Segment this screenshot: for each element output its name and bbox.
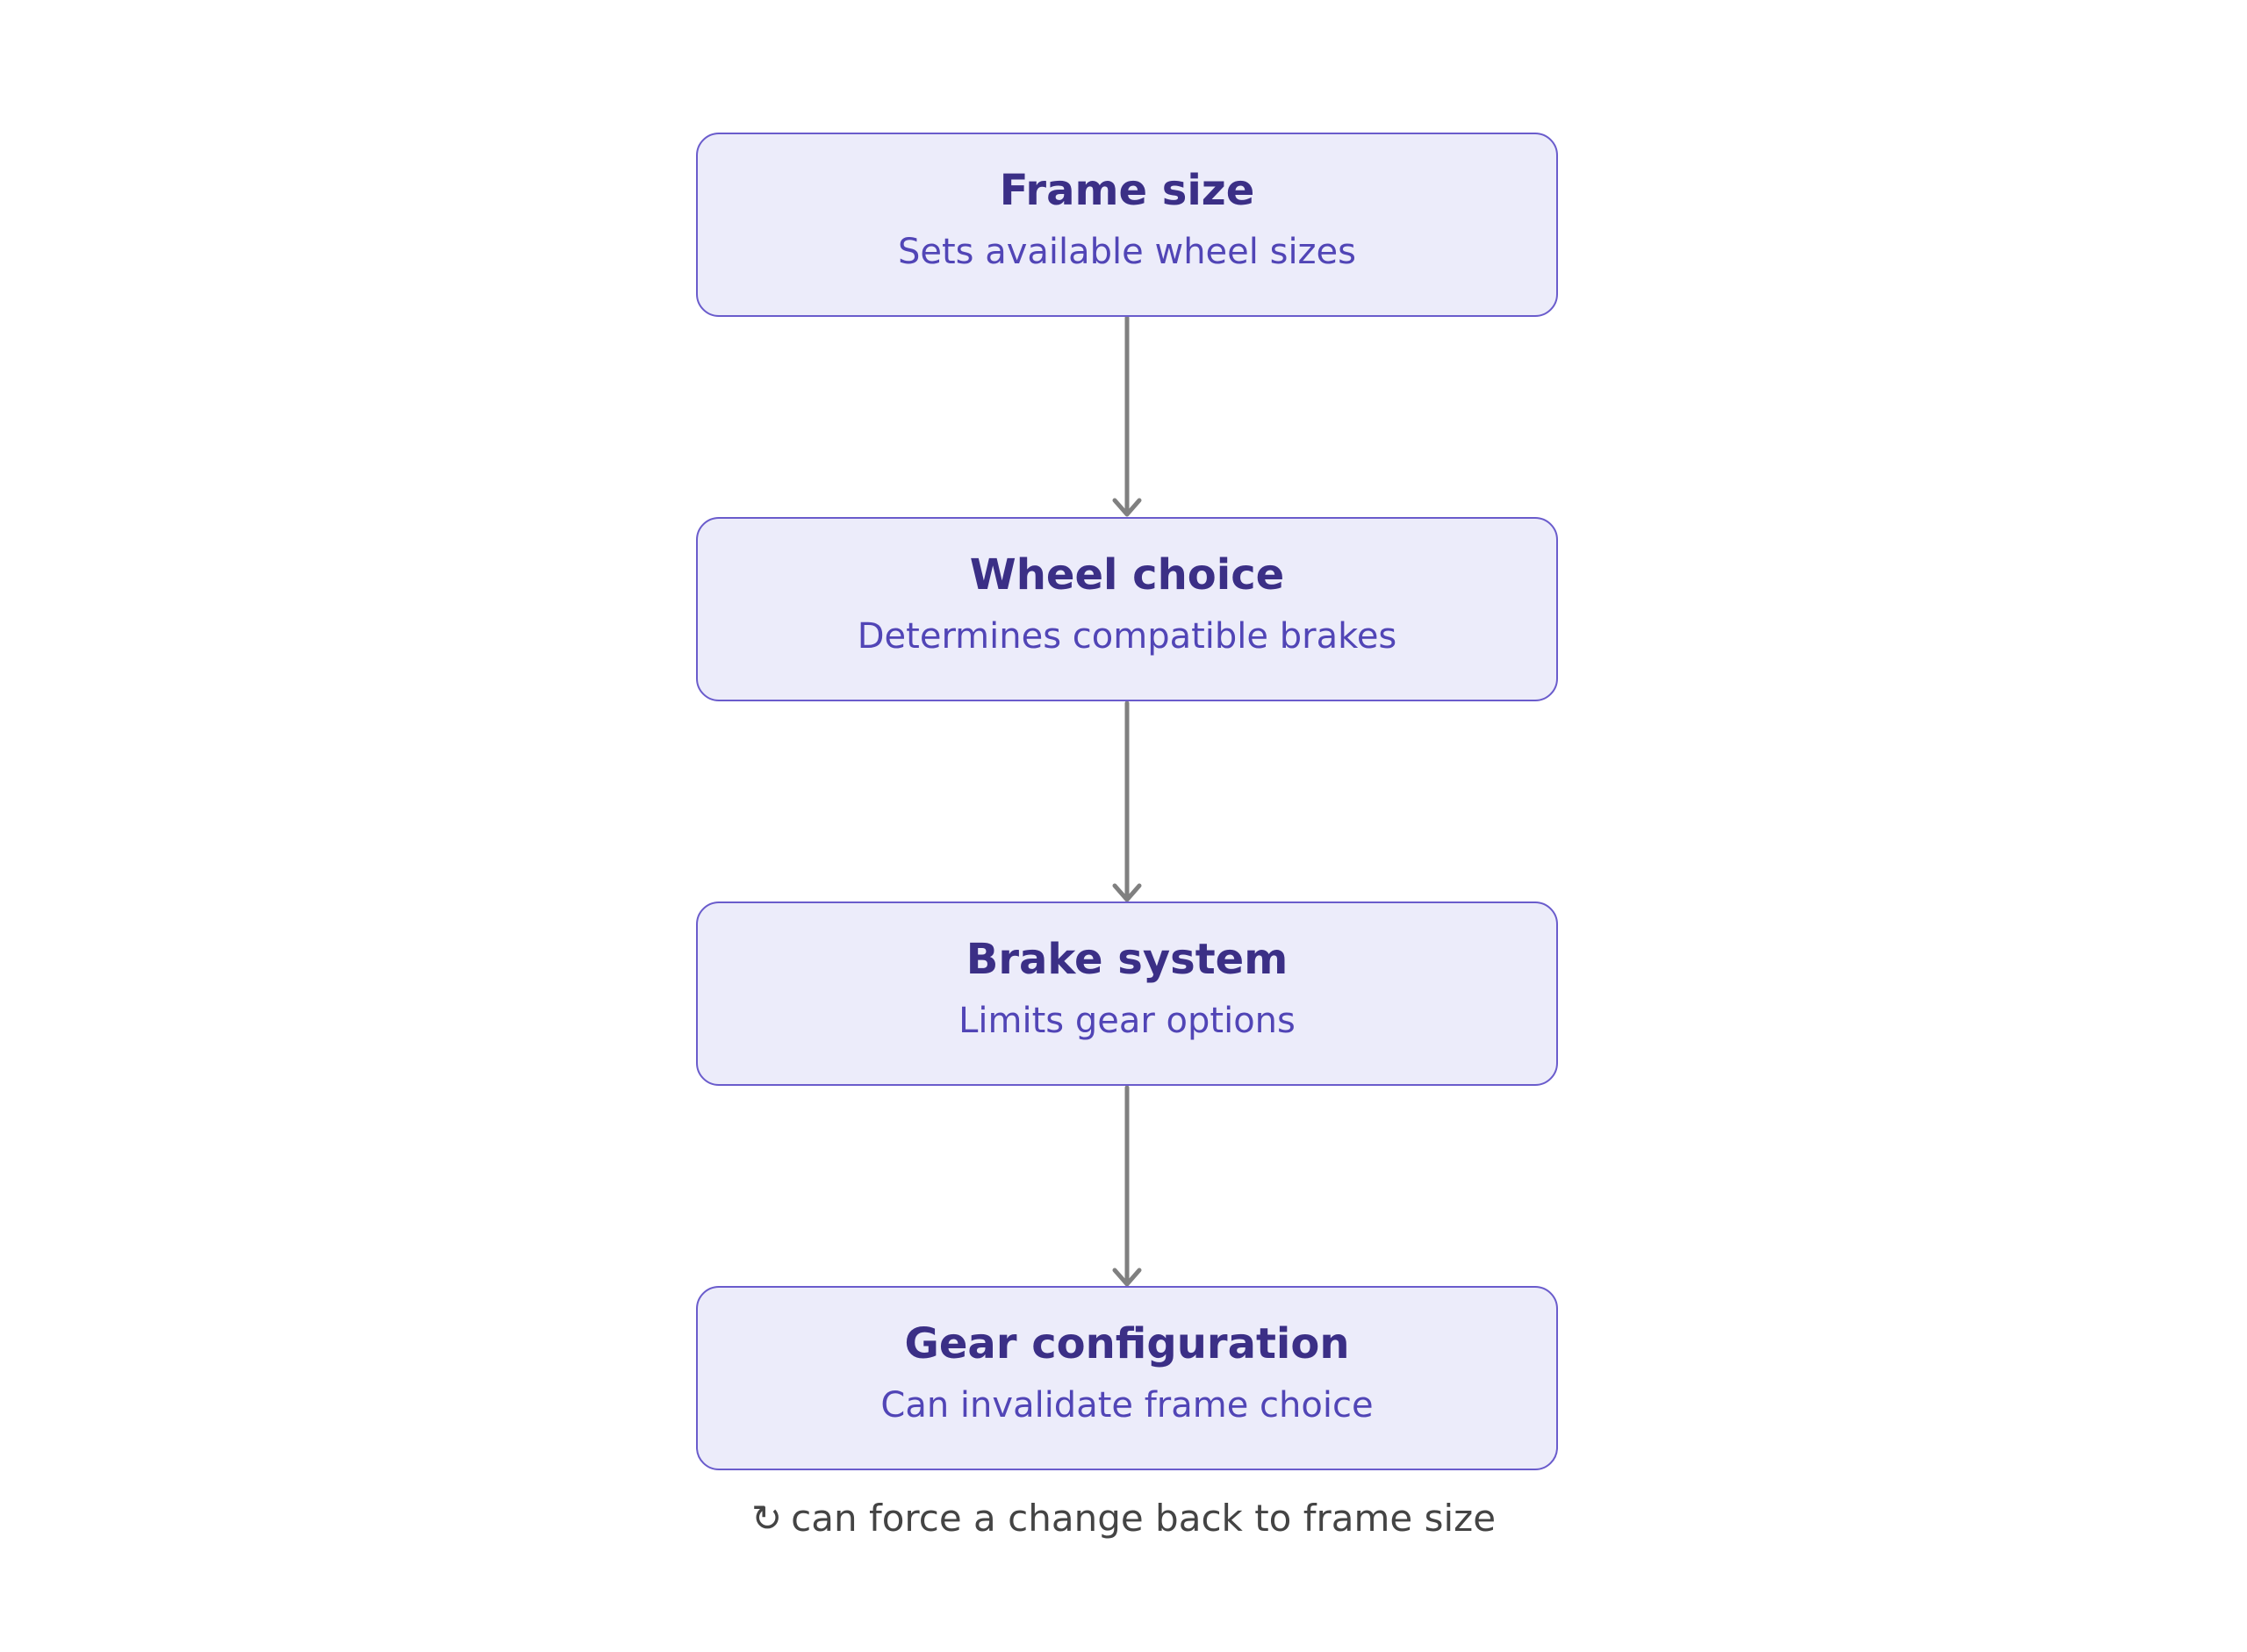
arrowhead-frame-to-wheel xyxy=(1112,498,1142,517)
footnote-text: can force a change back to frame size xyxy=(791,1497,1497,1540)
node-subtitle: Can invalidate frame choice xyxy=(880,1385,1374,1426)
node-title: Wheel choice xyxy=(969,550,1285,600)
cycle-arrow-icon: ↻ xyxy=(750,1497,783,1540)
node-brake-system: Brake system Limits gear options xyxy=(696,901,1558,1086)
node-subtitle: Determines compatible brakes xyxy=(857,616,1397,657)
arrowhead-wheel-to-brake xyxy=(1112,883,1142,902)
node-title: Gear configuration xyxy=(904,1319,1350,1368)
node-gear-configuration: Gear configuration Can invalidate frame … xyxy=(696,1286,1558,1470)
arrowhead-brake-to-gear xyxy=(1112,1268,1142,1287)
node-frame-size: Frame size Sets available wheel sizes xyxy=(696,133,1558,317)
node-subtitle: Sets available wheel sizes xyxy=(897,232,1356,272)
cycle-footnote: ↻can force a change back to frame size xyxy=(0,1497,2247,1540)
node-title: Brake system xyxy=(966,935,1289,984)
node-wheel-choice: Wheel choice Determines compatible brake… xyxy=(696,517,1558,701)
node-title: Frame size xyxy=(999,166,1255,215)
node-subtitle: Limits gear options xyxy=(958,1001,1296,1041)
